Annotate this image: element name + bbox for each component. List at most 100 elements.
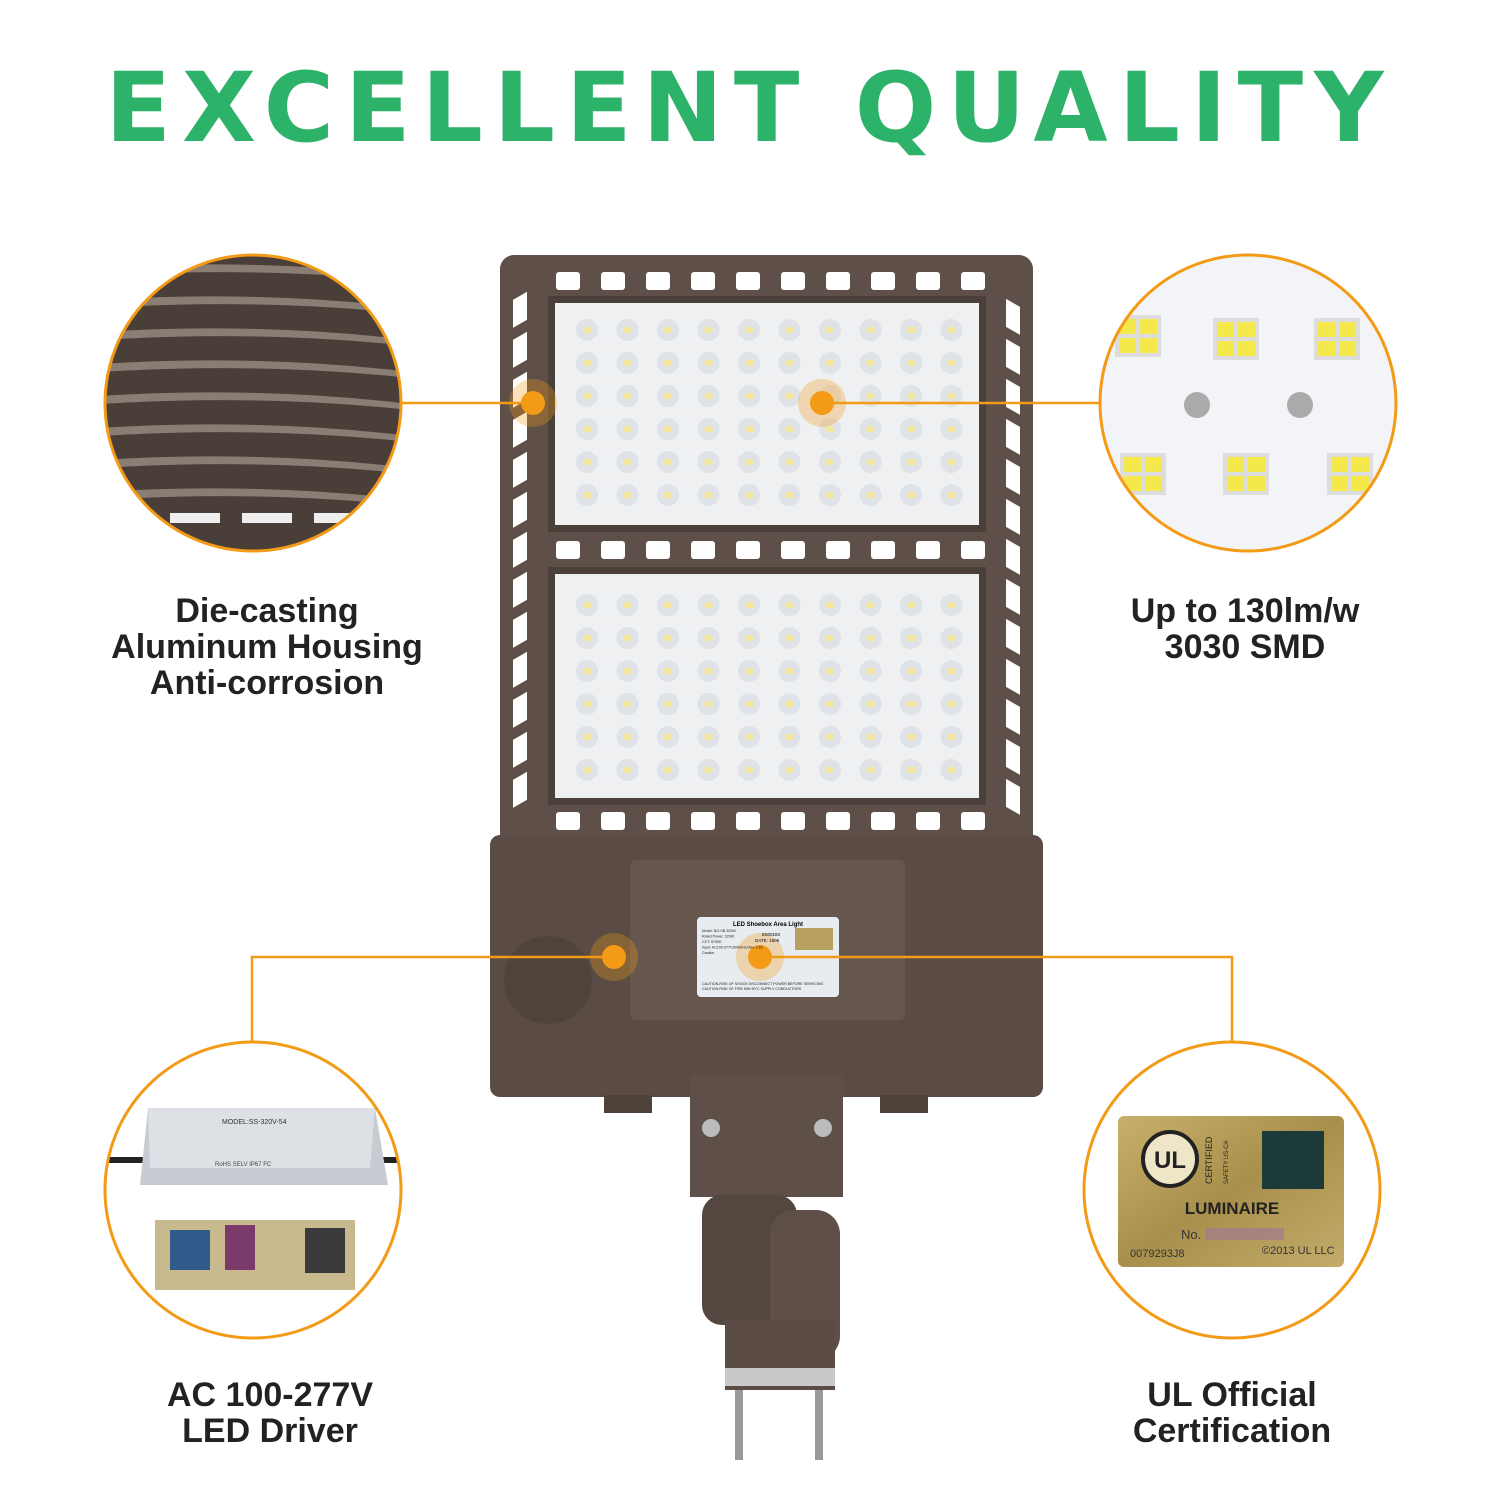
led-chip: [664, 767, 672, 773]
smd-die: [1217, 341, 1234, 356]
led-chip: [704, 668, 713, 674]
vent-hole: [601, 541, 625, 559]
ul-no: No.: [1181, 1227, 1201, 1242]
led-chip: [785, 668, 794, 674]
led-chip: [583, 701, 591, 707]
callout-lines: [250, 401, 1234, 1042]
led-chip: [785, 492, 794, 498]
fin: [106, 360, 400, 378]
led-chip: [664, 734, 672, 740]
led-chip: [583, 426, 591, 432]
smd-die: [1331, 457, 1348, 472]
vent-hole: [916, 272, 940, 290]
led-chip: [623, 635, 632, 641]
slip-fitter-mount: [690, 1075, 843, 1197]
smd-die: [1248, 476, 1265, 491]
led-chip: [745, 360, 753, 366]
led-chip: [826, 734, 834, 740]
led-chip: [785, 602, 794, 608]
vent-hole: [871, 272, 895, 290]
led-chip: [583, 668, 591, 674]
fin: [106, 456, 400, 474]
product-label-line: Caution: [702, 951, 714, 955]
vent-hole: [871, 812, 895, 830]
led-chip: [664, 602, 672, 608]
led-chip: [623, 426, 632, 432]
led-chip: [704, 426, 713, 432]
led-chip: [907, 635, 915, 641]
feature-line: Aluminum Housing: [111, 628, 423, 666]
vent-hole: [916, 541, 940, 559]
vent-hole: [646, 541, 670, 559]
fin: [106, 488, 400, 506]
fin: [106, 328, 400, 346]
led-chip: [947, 701, 956, 707]
led-chip: [866, 734, 875, 740]
vent-hole: [736, 812, 760, 830]
led-chip: [745, 327, 753, 333]
vent-hole: [871, 541, 895, 559]
vent-hole: [781, 272, 805, 290]
vent-hole: [961, 812, 985, 830]
fin-slot: [170, 513, 220, 523]
vent-hole: [513, 611, 527, 648]
vent-hole: [601, 812, 625, 830]
vent-hole: [961, 272, 985, 290]
led-chip: [664, 327, 672, 333]
vent-hole: [691, 812, 715, 830]
led-chip: [785, 426, 794, 432]
vent-hole: [961, 541, 985, 559]
led-chip: [745, 734, 753, 740]
vent-hole: [736, 272, 760, 290]
led-chip: [947, 602, 956, 608]
vent-hole: [513, 571, 527, 608]
product-label-text: LED Shoebox Area Light Model: NG-SB-320W…: [702, 922, 823, 991]
led-chip: [583, 360, 591, 366]
feature-line: AC 100-277V: [166, 1376, 373, 1414]
led-chip: [745, 492, 753, 498]
led-chip: [907, 360, 915, 366]
led-chip: [583, 492, 591, 498]
led-chip: [704, 327, 713, 333]
led-chip: [583, 393, 591, 399]
led-chip: [785, 327, 794, 333]
led-chip: [745, 635, 753, 641]
led-chip: [664, 668, 672, 674]
vent-hole: [781, 541, 805, 559]
led-chip: [947, 360, 956, 366]
vent-hole: [691, 541, 715, 559]
smd-die: [1339, 341, 1356, 356]
led-chip: [583, 635, 591, 641]
led-chip: [947, 635, 956, 641]
led-chip: [623, 767, 632, 773]
led-chip: [826, 327, 834, 333]
led-chip: [704, 602, 713, 608]
ul-copyright: ©2013 UL LLC: [1262, 1245, 1335, 1257]
led-chip: [947, 767, 956, 773]
led-chip: [826, 426, 834, 432]
vent-hole: [513, 651, 527, 688]
led-chip: [826, 635, 834, 641]
smd-die: [1140, 338, 1157, 353]
led-chip: [745, 668, 753, 674]
led-chip: [866, 635, 875, 641]
vent-hole: [1006, 578, 1020, 615]
led-chip: [826, 668, 834, 674]
led-chip: [907, 492, 915, 498]
smd-die: [1238, 322, 1255, 337]
feature-line: 3030 SMD: [1164, 628, 1326, 666]
vent-hole: [1006, 498, 1020, 535]
led-chip: [623, 393, 632, 399]
ul-serial: 0079293J8: [1130, 1248, 1184, 1260]
led-chip: [826, 459, 834, 465]
product-label-date: DATE: 1906: [755, 938, 780, 943]
led-chip: [866, 602, 875, 608]
fin-slot: [242, 513, 292, 523]
led-chip: [704, 459, 713, 465]
led-chip: [907, 426, 915, 432]
vent-hole: [556, 272, 580, 290]
led-chip: [785, 635, 794, 641]
led-chip: [664, 393, 672, 399]
vent-hole: [646, 812, 670, 830]
smd-die: [1352, 457, 1369, 472]
